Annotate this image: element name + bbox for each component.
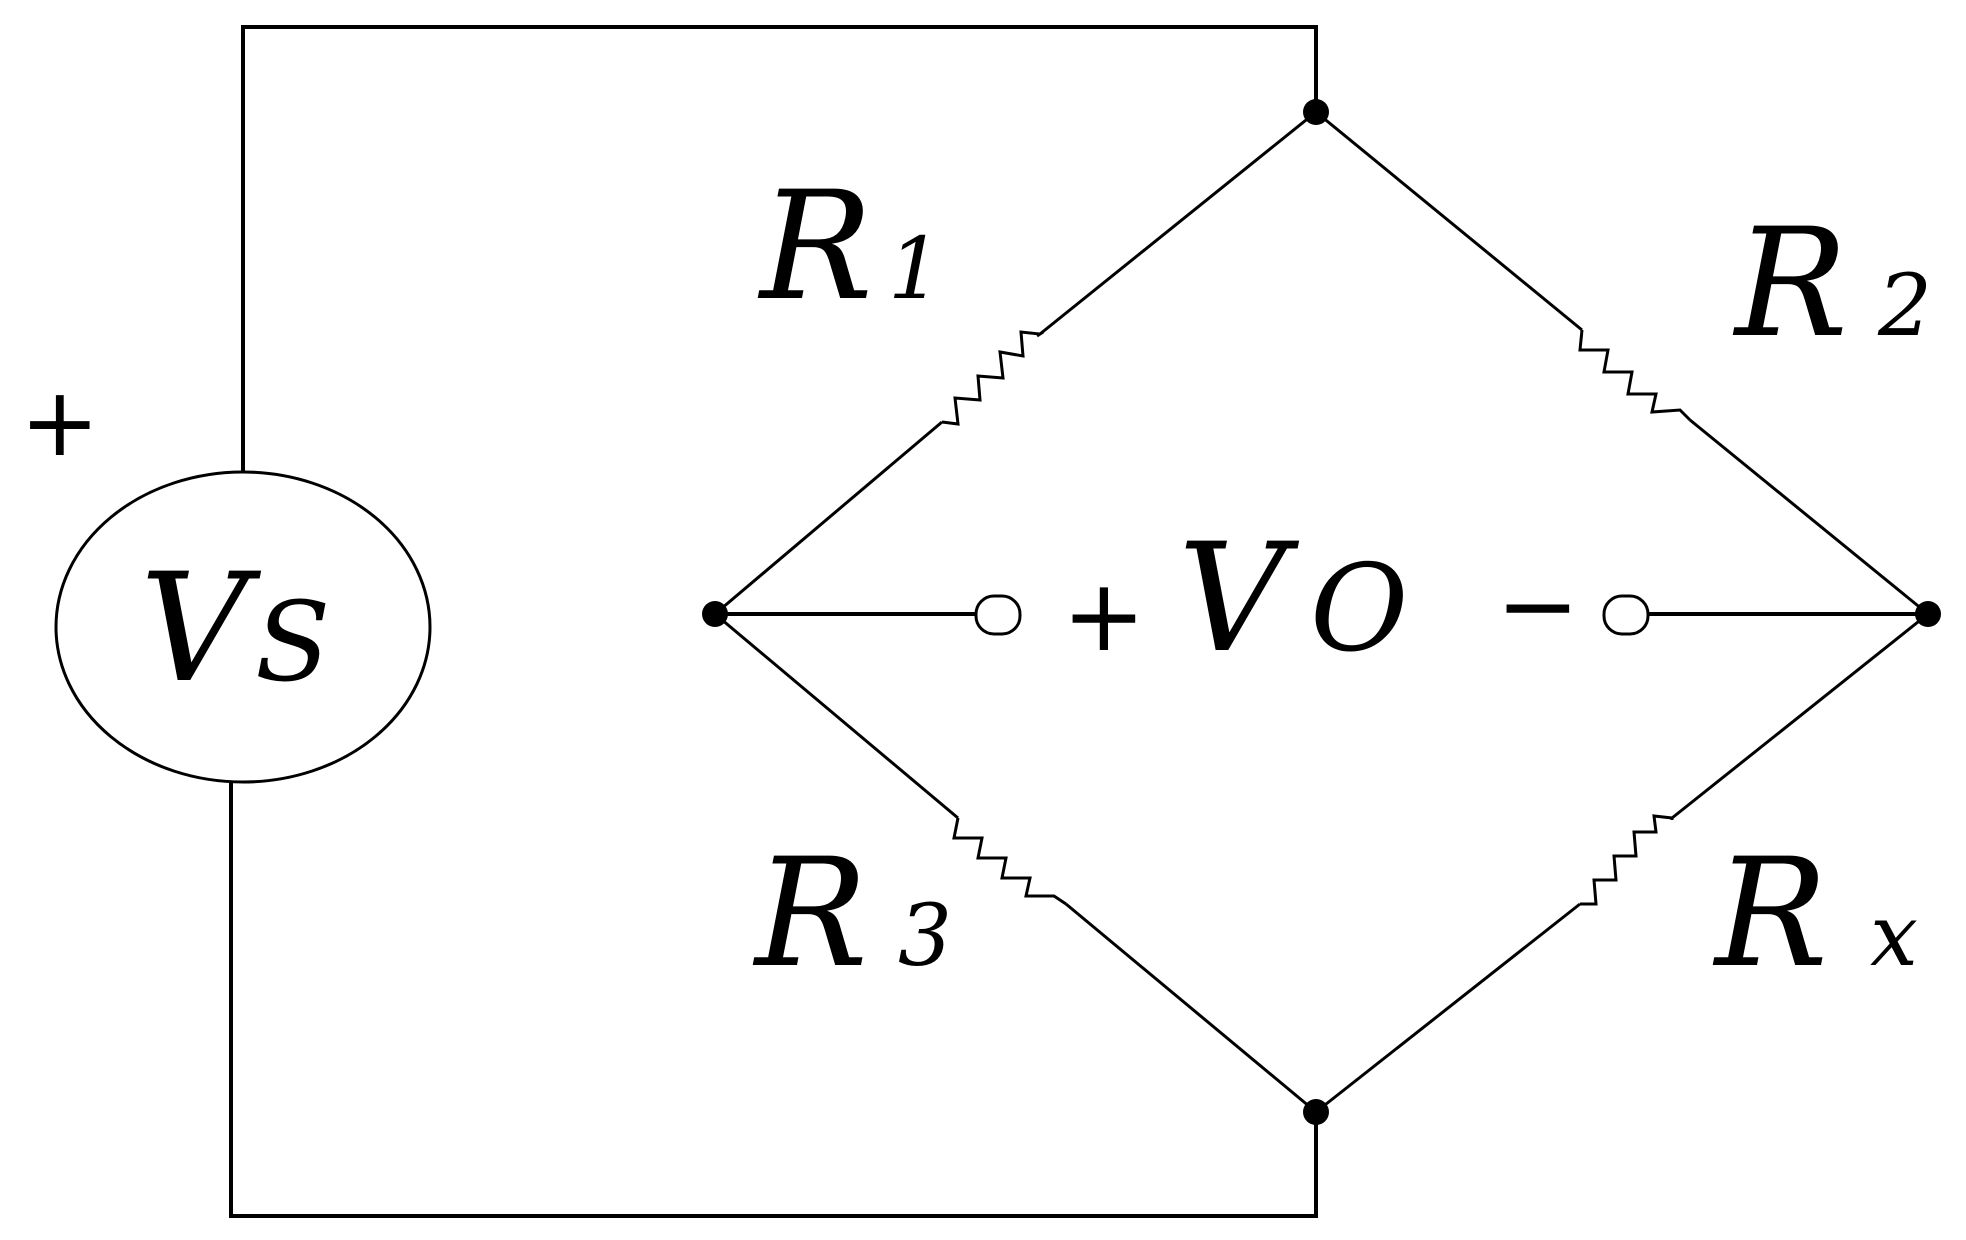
r1-resistor: [941, 330, 1045, 426]
output-label-main: V: [1178, 512, 1300, 686]
r2-lead-lower: [1689, 418, 1929, 616]
r3-lead-upper: [714, 612, 959, 820]
r3-resistor: [952, 817, 1067, 906]
r1-label-main: R: [757, 160, 873, 334]
top-wire: [241, 25, 1318, 472]
output-terminal-left: [974, 594, 1022, 636]
r2-label-main: R: [1732, 197, 1848, 371]
bottom-node: [1303, 1099, 1329, 1125]
rx-lead-upper: [1671, 612, 1929, 820]
left-node: [702, 601, 728, 627]
rx-resistor: [1580, 814, 1674, 906]
bottom-wire: [229, 782, 1318, 1218]
top-node: [1303, 99, 1329, 125]
right-node: [1915, 601, 1941, 627]
output-minus-sign: −: [1496, 547, 1580, 664]
r2-resistor: [1578, 329, 1692, 422]
r1-lead-upper: [1039, 110, 1317, 336]
source-plus-sign: +: [20, 368, 100, 478]
rx-label-main: R: [1712, 827, 1828, 1001]
output-terminal-right: [1602, 594, 1650, 636]
r3-label-sub: 3: [898, 887, 952, 986]
r1-label-sub: 1: [888, 220, 942, 319]
rx-label-sub: x: [1870, 887, 1918, 986]
rx-lead-lower: [1315, 902, 1581, 1114]
source-label-main: V: [140, 542, 262, 716]
output-plus-sign: +: [1062, 557, 1146, 674]
r2-lead-upper: [1315, 110, 1583, 332]
voltage-source-circle: [54, 470, 432, 784]
r2-label-sub: 2: [1877, 257, 1932, 356]
r3-lead-lower: [1065, 902, 1317, 1114]
r3-label-main: R: [752, 827, 868, 1001]
output-label-sub: O: [1310, 540, 1408, 679]
r1-lead-lower: [714, 420, 943, 616]
source-label-sub: S: [255, 578, 330, 706]
